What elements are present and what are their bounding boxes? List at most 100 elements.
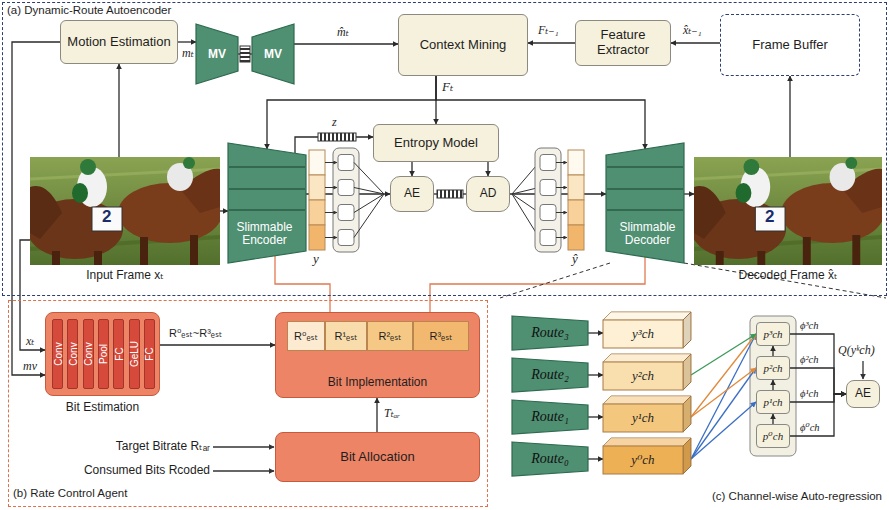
process-box: Feature Extractor <box>575 20 671 66</box>
shape-fill <box>606 143 684 263</box>
coder-box: AD <box>466 176 510 212</box>
cube-front <box>603 320 683 348</box>
connector <box>790 334 846 394</box>
connector <box>411 162 412 176</box>
rect-shape <box>338 230 354 246</box>
rect-shape <box>140 237 148 265</box>
edge-label: Fₜ₋₁ <box>537 24 560 37</box>
frame-illustration <box>30 157 220 265</box>
connector <box>178 41 196 42</box>
cube-label: y⁰ch <box>603 446 683 474</box>
layer-label: FC <box>144 347 155 360</box>
rect-shape <box>338 205 354 221</box>
box-label: Feature Extractor <box>582 28 664 58</box>
line-shape <box>325 212 337 213</box>
rate-cell: R²ₑₛₜ <box>367 321 413 351</box>
connector <box>588 416 603 417</box>
layer-label: Conv <box>83 342 94 365</box>
shape-fill <box>252 24 294 84</box>
route-divider <box>229 166 305 168</box>
edge-label: m̂ₜ <box>336 26 350 39</box>
block-label: Slimmable Encoder <box>231 221 298 247</box>
cube-label: y²ch <box>603 362 683 390</box>
edge-label: ϕ²ch <box>799 354 820 366</box>
connector <box>772 414 773 424</box>
cell-label: R⁰ₑₛₜ <box>294 330 318 343</box>
line-shape <box>556 212 567 213</box>
box-label: Frame Buffer <box>752 38 828 53</box>
panel-region: (b) Rate Control AgentBit EstimationConv… <box>8 300 488 507</box>
rect-shape <box>716 251 724 265</box>
line-shape <box>354 188 384 195</box>
cube-top-light <box>603 312 691 320</box>
block-caption: Bit Implementation <box>276 375 479 389</box>
rect-shape <box>309 150 325 175</box>
shape-fill <box>512 358 588 392</box>
route-divider <box>229 209 305 211</box>
latent-cube: y¹ch <box>603 396 691 432</box>
line-shape <box>684 263 886 298</box>
cube-side-shade <box>683 354 691 390</box>
process-box: Bit Allocation <box>275 432 480 482</box>
connector <box>275 256 330 312</box>
line-shape <box>354 194 384 213</box>
video-frame: Input Frame xₜ <box>30 157 220 285</box>
panel-heading: (b) Rate Control Agent <box>13 487 127 499</box>
rect-shape <box>240 46 250 62</box>
line-shape <box>325 187 337 188</box>
connector <box>588 458 603 459</box>
cube-front <box>603 404 683 432</box>
connector <box>772 346 773 356</box>
edge-label: z <box>331 116 338 129</box>
text-label: (c) Channel-wise Auto-regression <box>620 490 882 503</box>
box-label: AE <box>404 187 420 201</box>
line-shape <box>556 237 567 238</box>
connector <box>430 257 645 312</box>
connector <box>118 64 119 157</box>
text-label: Q(yᵏch) <box>838 344 875 357</box>
rect-shape <box>437 190 463 198</box>
rect-shape <box>535 148 561 252</box>
panel-heading: (a) Dynamic-Route Autoencoder <box>7 4 171 16</box>
path-shape <box>694 186 726 239</box>
cell-label: R³ₑₛₜ <box>429 330 452 343</box>
route-divider <box>607 166 683 168</box>
layer-bar: GeLU <box>129 319 140 389</box>
cube-side-shade <box>683 396 691 432</box>
ellipse-shape <box>72 183 88 203</box>
connector <box>691 334 756 417</box>
cube-top-light <box>603 354 691 362</box>
connector <box>790 394 846 436</box>
network-block: Bit EstimationConvConvConvPoolFCGeLUFC <box>45 312 160 416</box>
slimmable-encoder: Slimmable Encoder <box>228 143 306 263</box>
connector <box>294 43 398 44</box>
circle-shape <box>183 157 195 169</box>
block-label: MV <box>208 47 226 61</box>
route-block: Route₂ <box>512 358 588 392</box>
layer-label: FC <box>113 347 124 360</box>
cube-side-shade <box>683 438 691 474</box>
layer-label: Pool <box>98 344 109 364</box>
rect-shape <box>852 235 860 265</box>
shape-fill <box>228 143 306 263</box>
connector <box>691 368 756 459</box>
edge-label: ϕ³ch <box>799 320 820 332</box>
connector <box>220 210 228 211</box>
connector <box>691 334 756 375</box>
text-label: 2 <box>765 208 774 227</box>
mv-decoder: MV <box>252 24 294 84</box>
rect-shape <box>190 235 198 265</box>
connector <box>376 398 377 432</box>
connector <box>691 334 756 459</box>
text-label: 2 <box>102 208 111 227</box>
cube-top <box>603 438 691 446</box>
rect-shape <box>803 237 811 265</box>
box-label: Bit Allocation <box>340 450 414 465</box>
cell-label: R¹ₑₛₜ <box>334 330 357 343</box>
block-label: Slimmable Decoder <box>614 221 681 247</box>
rate-cell: R¹ₑₛₜ <box>325 321 367 351</box>
rect-shape <box>338 155 354 171</box>
line-shape <box>354 194 384 238</box>
cube-top <box>603 396 691 404</box>
rect-shape <box>540 155 556 171</box>
